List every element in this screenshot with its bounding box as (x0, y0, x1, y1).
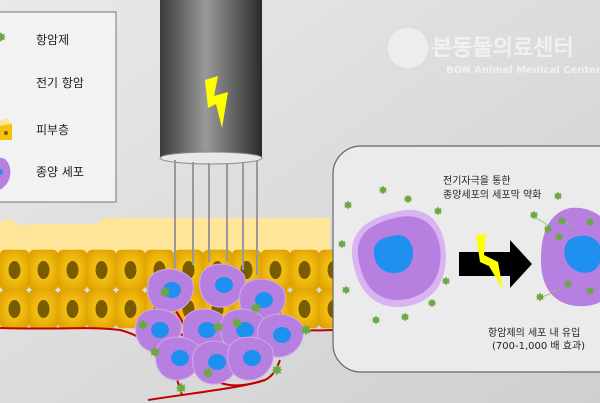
skin-cell (57, 249, 88, 291)
skin-cell (289, 289, 320, 329)
electrode (159, 0, 263, 275)
electrode-needles (174, 160, 258, 275)
nucleus (564, 235, 600, 273)
lightning-icon (205, 76, 228, 128)
logo-mark-icon (388, 28, 428, 68)
tumor-cell-icon (0, 157, 11, 190)
watermark-subtitle: BON Animal Medical Center (446, 65, 600, 76)
skin-cell (28, 249, 59, 291)
skin-cell (115, 249, 146, 291)
tumor-cell-before (351, 209, 446, 308)
tumor-cell (227, 336, 274, 381)
legend: 항암제 전기 항암 피부층 종양 세포 (0, 11, 117, 203)
tumor-cluster (135, 263, 312, 394)
skin-cell (0, 289, 30, 329)
legend-label-electro: 전기 항암 (36, 76, 84, 90)
legend-label-tumor: 종양 세포 (36, 165, 84, 179)
tumor-cell-after (534, 207, 600, 307)
lightning-icon (476, 234, 503, 290)
skin-cell (86, 289, 117, 329)
mechanism-panel: 전기자극을 통한 종양세포의 세포막 약화 항암제의 세포 내 유입 (700-… (332, 145, 600, 373)
skin-block-icon (0, 118, 12, 140)
tumor-cell (199, 263, 246, 308)
skin-cell (57, 289, 88, 329)
arrow-icon (459, 234, 532, 290)
caption-top: 전기자극을 통한 종양세포의 세포막 약화 (443, 175, 541, 201)
skin-cell (0, 249, 30, 291)
legend-label-drug: 항암제 (36, 33, 69, 47)
legend-label-skin: 피부층 (36, 123, 69, 137)
watermark-title: 본동물의료센터 (432, 36, 574, 61)
nucleus (373, 235, 414, 274)
watermark-logo: 본동물의료센터 BON Animal Medical Center (388, 28, 600, 76)
skin-cell (28, 289, 59, 329)
caption-bottom: 항암제의 세포 내 유입 (700-1,000 배 효과) (488, 326, 585, 352)
skin-cell (289, 249, 320, 291)
skin-cell (86, 249, 117, 291)
